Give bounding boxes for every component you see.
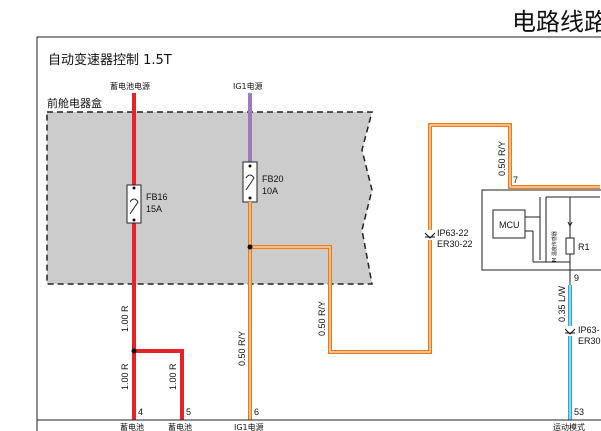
fuse-fb16-id: FB16	[146, 192, 168, 202]
pin-53: 53	[574, 407, 584, 417]
diagram-frame	[36, 36, 601, 431]
bottom-label-battery-1: 蓄电池	[120, 422, 144, 431]
ig1-power-label: IG1电源	[233, 81, 263, 91]
connector-er30-22-label: ER30-22	[437, 239, 473, 249]
connector-ip63-right-label: IP63-	[578, 325, 600, 335]
bottom-label-sport-mode: 运动模式	[553, 422, 585, 431]
mcu-block	[492, 209, 526, 239]
wire-label-mcu-input: 0.50 R/Y	[497, 141, 507, 176]
pin-6: 6	[254, 407, 259, 417]
wire-label-red-left: 1.00 R	[120, 363, 130, 390]
red-wire-splice-dot	[131, 348, 137, 354]
wire-label-red-lower: 1.00 R	[120, 305, 130, 332]
fuse-fb16-element	[129, 198, 139, 215]
module-small-text: M 温度传感器	[551, 231, 558, 262]
fuse-fb20-id: FB20	[262, 174, 284, 184]
wire-label-red-branch: 1.00 R	[168, 363, 178, 390]
bottom-label-ig1: IG1电源	[234, 422, 264, 431]
pin-4: 4	[138, 407, 143, 417]
page-header-title: 电路线路	[512, 8, 601, 36]
wire-label-ig1-lower: 0.50 R/Y	[237, 331, 247, 366]
inline-connector-ip63-right-icon	[564, 328, 576, 335]
mcu-label: MCU	[499, 220, 520, 230]
fuse-fb20-rating: 10A	[262, 186, 278, 196]
wire-label-orange-loop: 0.50 R/Y	[317, 301, 327, 336]
resistor-r1	[565, 237, 575, 255]
fuse-fb16	[126, 184, 142, 224]
switch-contact-icon	[567, 221, 573, 228]
wire-label-blue: 0.35 L/W	[557, 285, 567, 322]
pin-9: 9	[574, 273, 579, 283]
front-fuse-box-area	[46, 111, 373, 285]
orange-wire-splice-dot	[247, 244, 253, 250]
connector-er30-right-label: ER30	[578, 336, 601, 346]
front-fuse-box-label: 前舱电器盒	[47, 96, 102, 110]
fuse-fb20-element	[245, 174, 255, 191]
battery-red-branch-wire	[134, 349, 184, 420]
resistor-r1-label: R1	[578, 242, 590, 252]
fuse-fb20	[242, 161, 258, 203]
inline-connector-ip63-22-icon	[424, 232, 436, 239]
battery-power-label: 蓄电池电源	[110, 81, 150, 91]
fuse-fb16-rating: 15A	[146, 204, 162, 214]
pin-7: 7	[513, 175, 518, 185]
pin-5: 5	[186, 407, 191, 417]
bottom-label-battery-2: 蓄电池	[168, 422, 192, 431]
section-title: 自动变速器控制 1.5T	[48, 52, 172, 68]
connector-ip63-22-label: IP63-22	[437, 228, 469, 238]
